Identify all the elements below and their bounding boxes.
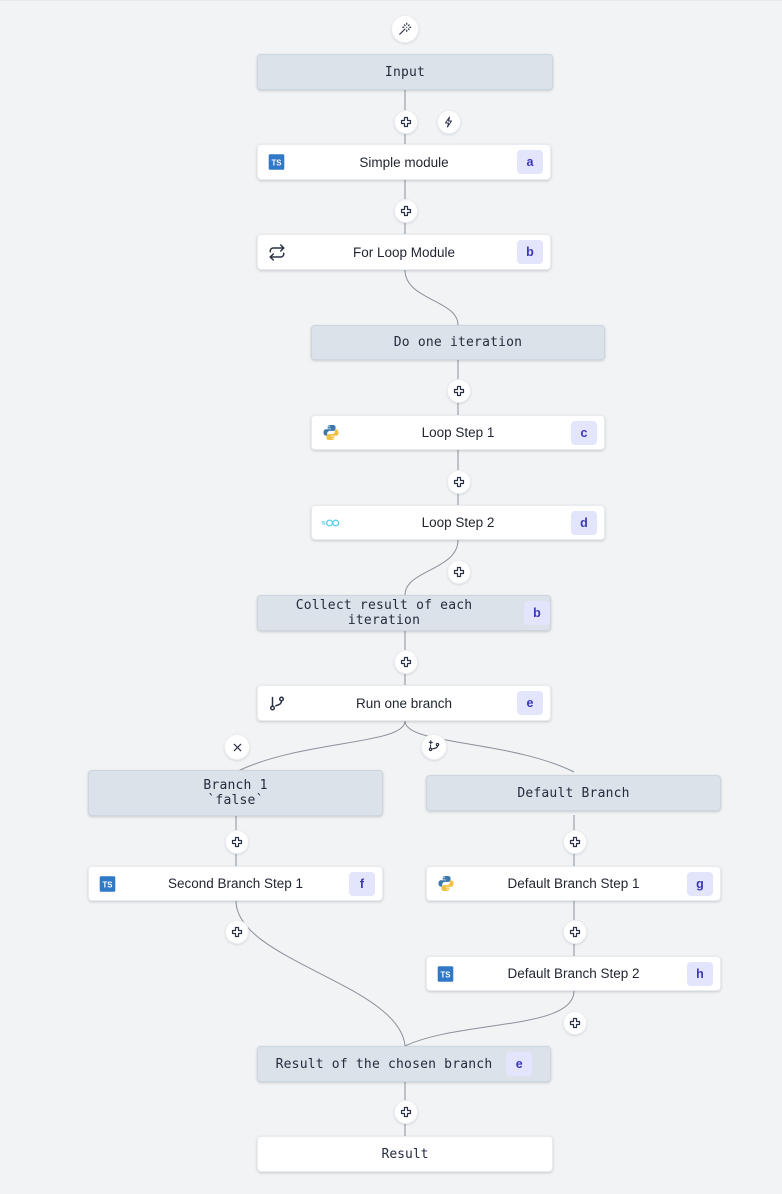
lightning-icon [445, 116, 452, 128]
python-icon [436, 874, 455, 893]
node-do-one-iteration-label: Do one iteration [393, 335, 523, 350]
remove-branch-1-button[interactable] [224, 734, 250, 760]
svg-text:TS: TS [272, 159, 282, 168]
add-after-branch-1-button[interactable] [225, 830, 249, 854]
typescript-icon: TS [436, 964, 455, 983]
plus-icon [231, 926, 243, 938]
plus-icon [400, 205, 412, 217]
branch-icon [267, 694, 286, 713]
node-result[interactable]: Result [257, 1136, 553, 1172]
add-branch-button[interactable] [421, 734, 447, 760]
node-second-branch-step-1-label: Second Branch Step 1 [167, 876, 304, 891]
node-simple-module[interactable]: TS Simple module a [257, 144, 551, 180]
plus-icon [569, 1017, 581, 1029]
add-after-input-button[interactable] [394, 110, 418, 134]
plus-icon [453, 566, 465, 578]
add-after-loop-step-2-button[interactable] [447, 560, 471, 584]
node-branch-1[interactable]: Branch 1 `false` [88, 770, 383, 816]
node-default-branch-step-2-badge: h [687, 961, 713, 986]
node-loop-step-2[interactable]: Loop Step 2 d [311, 505, 605, 540]
go-icon [321, 513, 340, 532]
node-chosen-branch-result[interactable]: Result of the chosen branch e [257, 1046, 551, 1082]
node-chosen-branch-result-label: Result of the chosen branch [275, 1056, 493, 1072]
node-do-one-iteration[interactable]: Do one iteration [311, 325, 605, 360]
add-after-collect-result-button[interactable] [394, 650, 418, 674]
add-after-default-branch-button[interactable] [563, 830, 587, 854]
node-loop-step-2-label: Loop Step 2 [421, 515, 495, 530]
node-default-branch-step-2[interactable]: TS Default Branch Step 2 h [426, 956, 721, 991]
node-loop-step-2-badge: d [571, 510, 597, 535]
node-default-branch-step-1-badge: g [687, 871, 713, 896]
add-after-second-branch-step-1-button[interactable] [225, 920, 249, 944]
node-simple-module-badge: a [517, 150, 543, 174]
top-divider [0, 0, 782, 1]
node-collect-result-label: Collect result of each iteration [295, 598, 473, 628]
plus-icon [400, 116, 412, 128]
node-branch-1-label: Branch 1 `false` [203, 778, 268, 808]
plus-icon [453, 476, 465, 488]
node-collect-result-badge: b [524, 601, 550, 625]
node-default-branch-step-2-label: Default Branch Step 2 [507, 966, 640, 981]
branch-plus-icon [428, 740, 440, 752]
node-run-one-branch-badge: e [517, 691, 543, 715]
node-result-label: Result [381, 1146, 429, 1162]
trigger-after-input-button[interactable] [437, 110, 461, 134]
plus-icon [453, 385, 465, 397]
node-input[interactable]: Input [257, 54, 553, 90]
node-default-branch[interactable]: Default Branch [426, 775, 721, 811]
add-after-loop-step-1-button[interactable] [447, 470, 471, 494]
magic-wand-icon [399, 22, 412, 35]
node-input-label: Input [384, 64, 426, 80]
plus-icon [569, 836, 581, 848]
node-loop-step-1[interactable]: Loop Step 1 c [311, 415, 605, 450]
add-after-chosen-branch-result-button[interactable] [394, 1100, 418, 1124]
node-collect-result[interactable]: Collect result of each iteration b [257, 595, 551, 631]
svg-text:TS: TS [103, 880, 113, 889]
plus-icon [400, 656, 412, 668]
plus-icon [231, 836, 243, 848]
node-default-branch-step-1[interactable]: Default Branch Step 1 g [426, 866, 721, 901]
typescript-icon: TS [98, 874, 117, 893]
node-loop-step-1-badge: c [571, 420, 597, 445]
node-run-one-branch[interactable]: Run one branch e [257, 685, 551, 721]
close-icon [233, 743, 241, 751]
add-after-default-branch-step-1-button[interactable] [563, 920, 587, 944]
plus-icon [569, 926, 581, 938]
node-simple-module-label: Simple module [359, 154, 449, 170]
node-for-loop-module-badge: b [517, 240, 543, 264]
node-second-branch-step-1-badge: f [349, 871, 375, 896]
node-run-one-branch-label: Run one branch [355, 695, 453, 711]
node-chosen-branch-result-badge: e [506, 1052, 533, 1076]
node-for-loop-module-label: For Loop Module [352, 244, 456, 260]
node-for-loop-module[interactable]: For Loop Module b [257, 234, 551, 270]
loop-icon [267, 243, 286, 262]
add-after-default-branch-step-2-button[interactable] [563, 1011, 587, 1035]
svg-text:TS: TS [441, 970, 451, 979]
magic-wand-button[interactable] [391, 15, 419, 43]
plus-icon [400, 1106, 412, 1118]
add-after-simple-module-button[interactable] [394, 199, 418, 223]
node-loop-step-1-label: Loop Step 1 [421, 425, 495, 440]
node-default-branch-label: Default Branch [517, 785, 630, 801]
typescript-icon: TS [267, 153, 286, 172]
add-after-do-one-iteration-button[interactable] [447, 379, 471, 403]
node-second-branch-step-1[interactable]: TS Second Branch Step 1 f [88, 866, 383, 901]
node-default-branch-step-1-label: Default Branch Step 1 [507, 876, 640, 891]
python-icon [321, 423, 340, 442]
